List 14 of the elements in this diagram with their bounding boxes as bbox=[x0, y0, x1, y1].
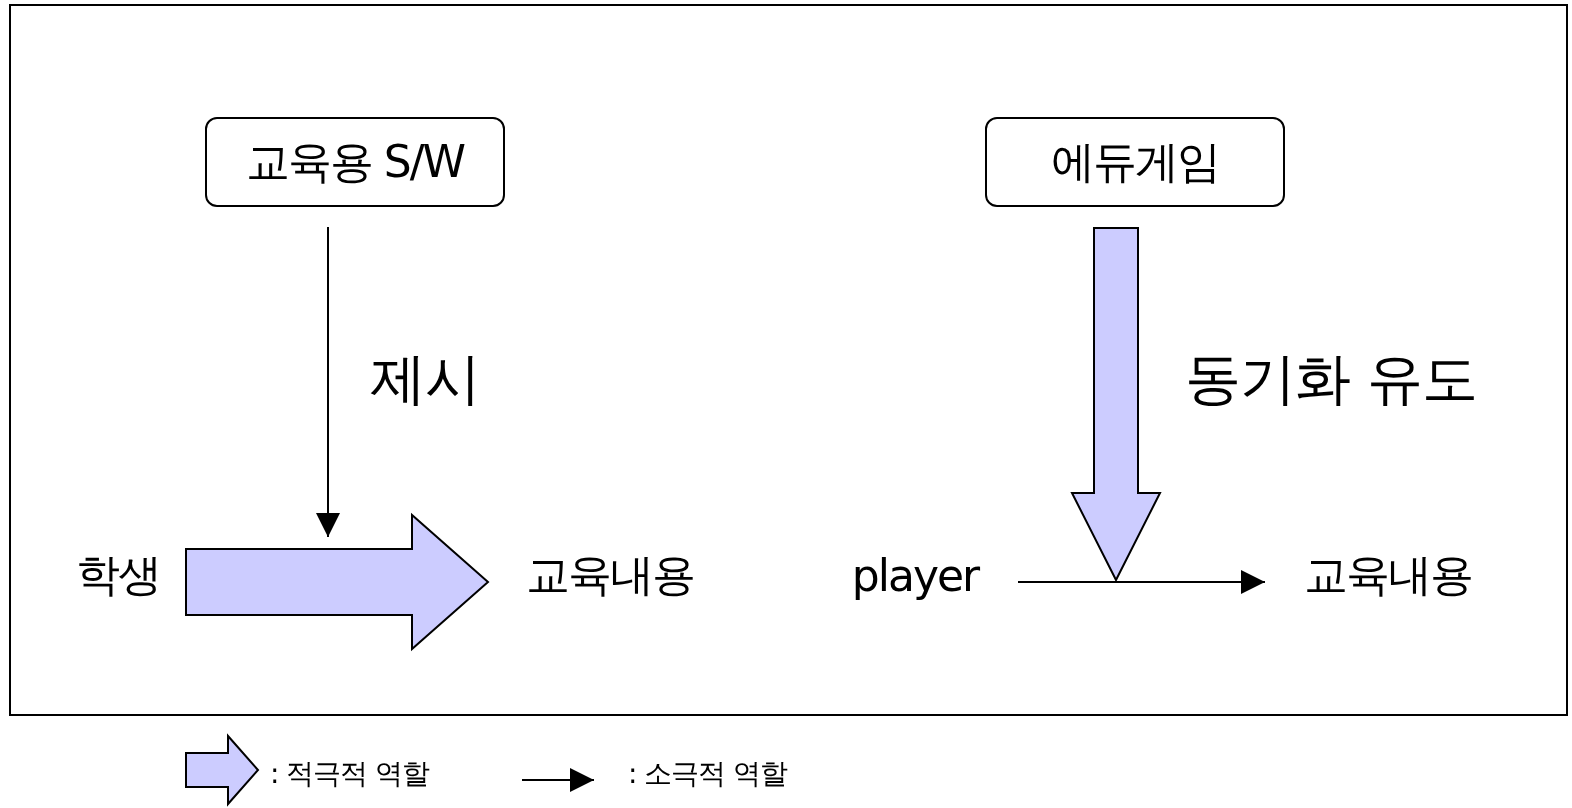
arrow bbox=[316, 226, 340, 538]
legend-text: : 소극적 역할 bbox=[628, 756, 788, 792]
legend-text: : 적극적 역할 bbox=[270, 756, 430, 792]
node-label: 교육내용 bbox=[505, 545, 715, 605]
arrow bbox=[1017, 570, 1266, 594]
edge-label: 동기화 유도 bbox=[1185, 345, 1477, 413]
node-label: 학생 bbox=[60, 545, 175, 605]
block-arrow bbox=[185, 512, 490, 652]
block-arrow bbox=[1070, 227, 1162, 583]
rounded-box: 에듀게임 bbox=[985, 117, 1285, 207]
rounded-box: 교육용 S/W bbox=[205, 117, 505, 207]
node-label: 교육내용 bbox=[1283, 545, 1493, 605]
node-label: player bbox=[835, 545, 995, 605]
edge-label: 제시 bbox=[370, 345, 480, 413]
